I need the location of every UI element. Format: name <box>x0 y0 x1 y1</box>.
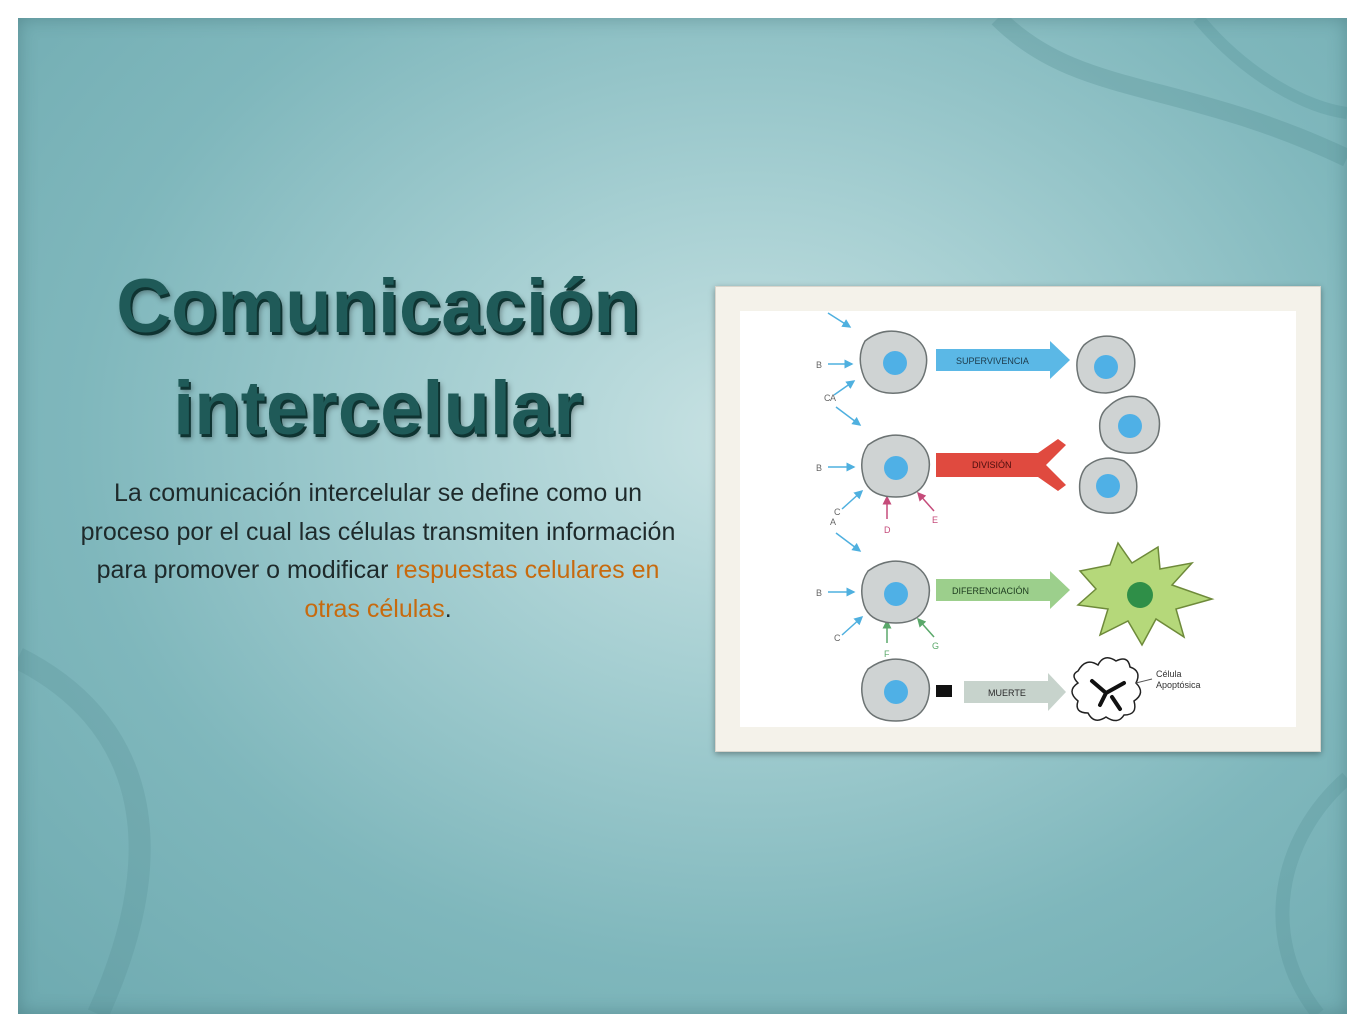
signal-label-g: G <box>932 641 939 651</box>
outcome-arrow-supervivencia <box>936 349 1050 371</box>
outcome-arrow-muerte <box>964 681 1048 703</box>
label-leader-line <box>1135 678 1153 684</box>
signal-arrow-a <box>827 312 852 328</box>
row-supervivencia: B C SUPERVIVENCIA <box>816 312 1136 403</box>
signal-label-a: A <box>830 517 836 527</box>
figure-canvas: B C SUPERVIVENCIA A B <box>740 311 1296 727</box>
signal-arrow-c <box>841 615 864 636</box>
signal-label-f: F <box>884 649 890 659</box>
row-division: A B C D E DIVISIÓN <box>816 393 1161 535</box>
slide-body-text: La comunicación intercelular se define c… <box>68 474 688 628</box>
signal-arrow-a <box>835 532 862 552</box>
signal-arrow-e <box>917 491 935 512</box>
signal-label-e: E <box>932 515 938 525</box>
differentiated-cell-nucleus <box>1127 582 1153 608</box>
cell-nucleus <box>884 680 908 704</box>
body-text-plain: La comunicación intercelular se define c… <box>80 479 676 584</box>
apoptotic-fragments <box>1090 679 1126 711</box>
signal-arrow-a <box>835 406 862 426</box>
outcome-arrow-diferenciacion <box>936 579 1050 601</box>
slide-title: Comunicación intercelular <box>78 256 678 460</box>
cell-nucleus <box>883 351 907 375</box>
signal-arrow-g <box>917 617 935 638</box>
outcome-arrowhead <box>1050 341 1070 379</box>
signal-label-c: C <box>824 393 831 403</box>
apoptotic-label-line-2: Apoptósica <box>1156 680 1201 690</box>
signal-label-c: C <box>834 507 841 517</box>
outcome-label-diferenciacion: DIFERENCIACIÓN <box>952 586 1029 596</box>
row-diferenciacion: A B C F G DIFERENCIACIÓN <box>816 517 1215 659</box>
daughter-cell-2-nucleus <box>1096 474 1120 498</box>
inhibition-block <box>936 685 952 697</box>
signal-label-b: B <box>816 360 822 370</box>
outcome-arrow-division <box>936 453 1038 477</box>
signal-label-b: B <box>816 463 822 473</box>
outcome-label-division: DIVISIÓN <box>972 460 1012 470</box>
background-swirl-decoration <box>18 18 1347 1014</box>
signal-arrow-c <box>833 380 856 396</box>
body-text-period: . <box>444 594 452 623</box>
row-muerte: MUERTE Célula Apoptósica <box>861 657 1201 722</box>
cell-nucleus <box>884 582 908 606</box>
signal-label-d: D <box>884 525 891 535</box>
signal-arrow-c <box>841 489 864 510</box>
signal-label-b: B <box>816 588 822 598</box>
outcome-arrowhead <box>1050 571 1070 609</box>
body-text-highlight: respuestas celulares en otras células <box>304 556 660 623</box>
cell-communication-figure: B C SUPERVIVENCIA A B <box>715 286 1321 752</box>
outcome-arrowhead <box>1048 673 1066 711</box>
outcome-label-supervivencia: SUPERVIVENCIA <box>956 356 1029 366</box>
signal-label-c: C <box>834 633 841 643</box>
apoptotic-label-line-1: Célula <box>1156 669 1182 679</box>
outcome-label-muerte: MUERTE <box>988 688 1026 698</box>
slide-title-line-1: Comunicación <box>116 264 640 349</box>
cell-nucleus <box>884 456 908 480</box>
result-cell-nucleus <box>1094 355 1118 379</box>
daughter-cell-1-nucleus <box>1118 414 1142 438</box>
slide-title-line-2: intercelular <box>173 366 583 451</box>
slide: Comunicación intercelular La comunicació… <box>18 18 1347 1014</box>
cell-fate-diagram: B C SUPERVIVENCIA A B <box>816 312 1215 722</box>
apoptotic-cell <box>1071 657 1142 722</box>
outcome-split-arrowhead <box>1038 439 1066 491</box>
signal-label-a: A <box>830 393 836 403</box>
